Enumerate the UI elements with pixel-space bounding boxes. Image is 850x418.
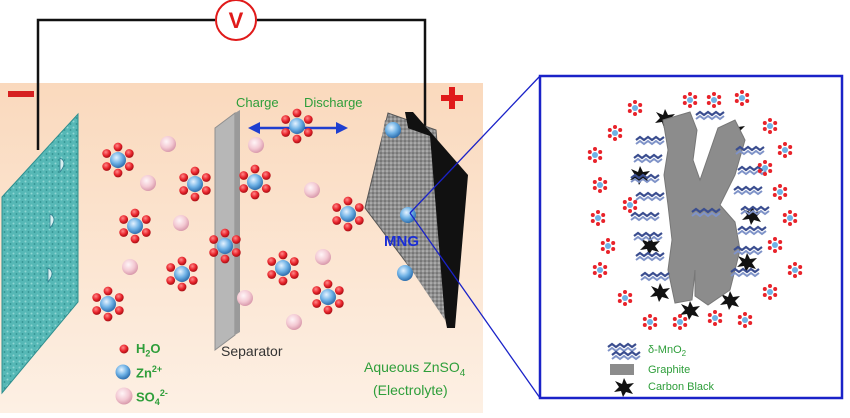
legend-graphite-label: Graphite xyxy=(648,364,691,376)
sulfate-legend-icon xyxy=(115,387,133,405)
graphite-legend-icon xyxy=(610,364,634,375)
zinc-ion-icon xyxy=(397,265,413,281)
electrolyte-label: Aqueous ZnSO4 xyxy=(364,359,466,379)
sulfate-ion-icon xyxy=(315,249,331,265)
separator-edge xyxy=(235,110,240,335)
voltmeter-icon xyxy=(215,0,257,41)
legend-water-label: H2O xyxy=(136,341,161,359)
anode-zinc-deposits xyxy=(47,157,65,284)
voltmeter-symbol: V xyxy=(229,8,244,33)
zinc-ion-legend-icon xyxy=(115,364,131,380)
sulfate-ion-icon xyxy=(304,182,320,198)
separator-label: Separator xyxy=(221,343,283,359)
zinc-anode xyxy=(1,112,79,395)
arrow-head-right xyxy=(336,122,348,134)
external-circuit-wire xyxy=(36,18,427,150)
charge-label: Charge xyxy=(236,95,279,110)
sulfate-ion-icon xyxy=(160,136,176,152)
sulfate-ion-icon xyxy=(286,314,302,330)
positive-terminal-sign xyxy=(441,87,463,109)
electrolyte-note: (Electrolyte) xyxy=(373,382,448,398)
sulfate-ion-icon xyxy=(237,290,253,306)
zinc-ion-icon xyxy=(385,122,401,138)
sulfate-ion-icon xyxy=(122,259,138,275)
discharge-label: Discharge xyxy=(304,95,363,110)
sulfate-ion-icon xyxy=(173,215,189,231)
sulfate-ion-icon xyxy=(140,175,156,191)
sulfate-ion-icon xyxy=(248,137,264,153)
mng-label: MNG xyxy=(384,233,419,250)
zoom-line-bottom xyxy=(409,212,541,399)
legend-carbon-black-label: Carbon Black xyxy=(648,381,715,393)
legend-zinc-label: Zn2+ xyxy=(136,364,163,381)
legend-sulfate-label: SO42- xyxy=(136,388,168,407)
legend-mno2-label: δ-MnO2 xyxy=(648,344,687,359)
water-legend-icon xyxy=(119,344,129,354)
zoom-line-top xyxy=(409,75,541,214)
negative-terminal-sign xyxy=(8,91,34,97)
arrow-head-left xyxy=(248,122,260,134)
